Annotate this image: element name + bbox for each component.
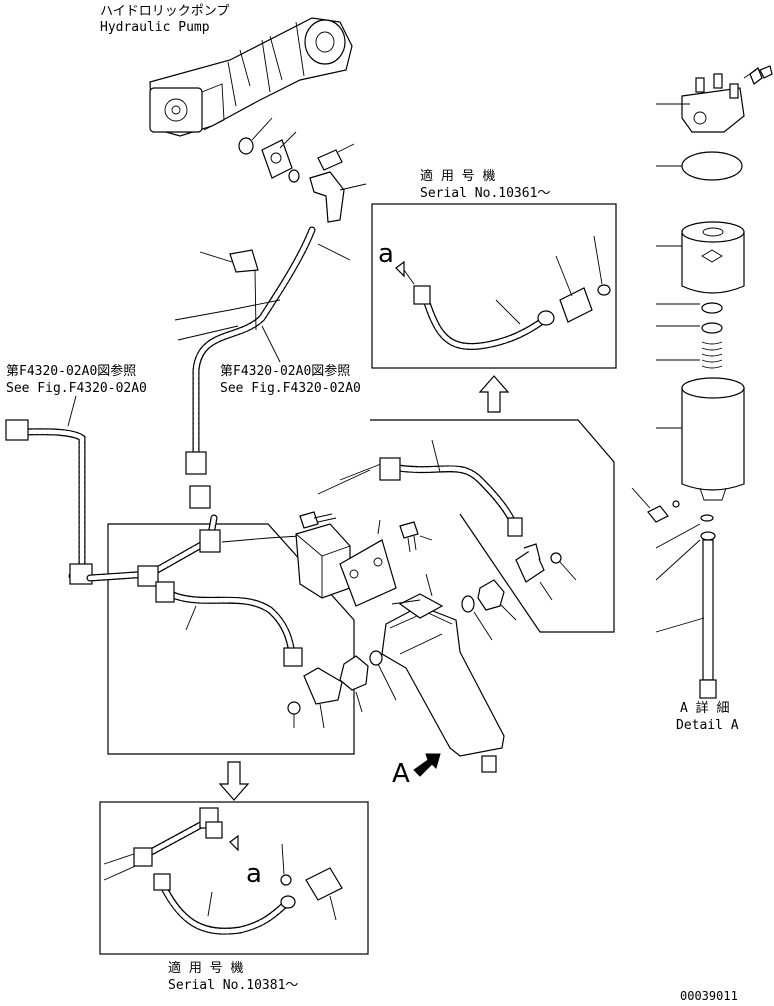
split-flange <box>261 131 297 179</box>
washer-b <box>701 322 723 334</box>
marker-a-bottom: a <box>246 859 262 889</box>
cap-top <box>597 284 611 296</box>
coupling-top <box>559 287 593 323</box>
hose-end-mid <box>379 457 401 481</box>
o-ring-right <box>461 595 475 613</box>
hydraulic-pump <box>149 17 353 137</box>
filter-o-ring <box>681 151 743 181</box>
tube-tee <box>69 563 93 585</box>
pump-label-en: Hydraulic Pump <box>100 20 210 35</box>
hose-fitting <box>185 451 207 475</box>
ref-left-en: See Fig.F4320-02A0 <box>6 381 147 396</box>
tee-mid <box>199 529 221 553</box>
hose-end-right <box>283 647 303 667</box>
o-ring-small <box>288 169 300 183</box>
tee-bottom-left <box>133 847 153 867</box>
washer-bolt-2 <box>700 531 716 541</box>
coupling-bottom <box>305 867 343 901</box>
o-ring <box>238 137 254 155</box>
ref-left-jp: 第F4320-02A0図参照 <box>6 363 136 379</box>
hose-end-bottom-right <box>280 895 296 909</box>
serial-bottom-jp: 適 用 号 機 <box>168 960 243 976</box>
serial-top-jp: 適 用 号 機 <box>420 168 495 184</box>
ref-mid-jp: 第F4320-02A0図参照 <box>220 363 350 379</box>
right-detail-frame <box>370 419 615 633</box>
filter-head <box>656 65 773 133</box>
tee-top <box>189 485 211 509</box>
filter-element <box>656 221 745 294</box>
tee-bottom-mid <box>205 821 223 839</box>
view-a-label: A <box>392 759 410 789</box>
line-filter <box>381 573 505 773</box>
spring <box>656 341 723 369</box>
serial-bottom-en: Serial No.10381～ <box>168 978 298 993</box>
hose-end-right-top <box>537 310 555 326</box>
drain-plug <box>647 505 669 523</box>
arrow-a-top <box>395 260 405 278</box>
nut-left <box>339 655 369 691</box>
hose-clamp <box>174 249 281 341</box>
arrow-a-bottom <box>229 834 239 852</box>
bottom-detail-frame <box>99 801 369 955</box>
top-detail-frame <box>371 203 617 369</box>
arrow-down <box>218 761 250 801</box>
tube-nut <box>5 419 29 441</box>
detail-a-jp: A 詳 細 <box>680 700 729 716</box>
hose-end-bottom-left <box>153 873 171 891</box>
plug-bottom <box>280 874 292 886</box>
view-a-arrow <box>413 753 441 777</box>
center-bolt <box>655 539 717 699</box>
hose-end-left <box>155 581 175 603</box>
coupling-mid <box>515 547 545 583</box>
detail-a-en: Detail A <box>676 718 739 733</box>
marker-a-top: a <box>378 239 394 269</box>
elbow-fitting <box>309 171 367 223</box>
ref-mid-en: See Fig.F4320-02A0 <box>220 381 361 396</box>
mounting-bracket <box>295 523 397 607</box>
filter-case <box>656 377 745 501</box>
elbow-small <box>303 667 343 705</box>
hose-end-top-box <box>413 285 431 305</box>
plug <box>287 701 301 715</box>
flange-bolt <box>317 143 355 171</box>
arrow-up <box>478 375 510 413</box>
bolt-b <box>399 521 419 539</box>
drain-o-ring <box>672 500 680 508</box>
pump-label-jp: ハイドロリックポンプ <box>100 4 229 19</box>
bolt-a <box>299 511 319 529</box>
washer-bolt <box>700 514 714 522</box>
tee-left <box>137 565 159 587</box>
serial-top-en: Serial No.10361～ <box>420 186 550 201</box>
cap-mid <box>550 552 562 564</box>
washer-a <box>701 302 723 314</box>
nut-right <box>477 579 505 611</box>
o-ring-left <box>369 650 383 666</box>
drawing-number: 00039011 <box>680 989 738 1003</box>
hose-end-mid-right <box>507 517 523 537</box>
